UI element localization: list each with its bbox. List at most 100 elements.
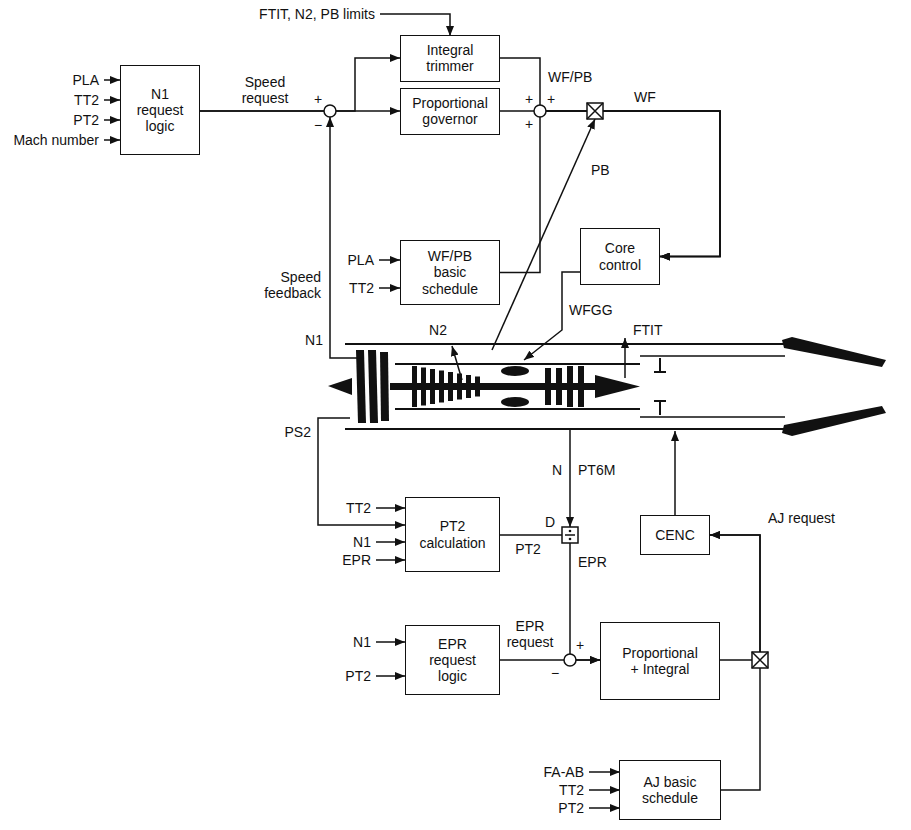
signal-label: − xyxy=(313,117,323,133)
input-wire xyxy=(376,641,405,643)
signal-label: FTIT xyxy=(632,322,664,338)
signal-label: TT2 xyxy=(558,782,585,798)
fan-blade xyxy=(368,350,378,423)
control-block: WF/PB basic schedule xyxy=(400,240,500,305)
limit-wire xyxy=(380,14,450,36)
signal-label: TT2 xyxy=(348,280,375,296)
signal-label: FA-AB xyxy=(543,764,585,780)
block-label: WF/PB basic schedule xyxy=(415,248,485,296)
signal-label: TT2 xyxy=(73,92,100,108)
nozzle-wire xyxy=(674,431,676,515)
signal-label: D xyxy=(544,514,556,530)
feedback-wire xyxy=(330,117,362,358)
block-label: Core control xyxy=(599,240,641,272)
turbine-stage xyxy=(556,368,562,405)
signal-label: PS2 xyxy=(284,424,312,440)
input-wire xyxy=(376,541,405,543)
nozzle-flap xyxy=(782,337,886,367)
signal-label: WF xyxy=(633,89,657,105)
control-block: Integral trimmer xyxy=(400,35,500,82)
control-block: AJ basic schedule xyxy=(619,760,721,820)
signal-label: WFGG xyxy=(568,302,614,318)
signal-label: N1 xyxy=(304,332,324,348)
block-label: Integral trimmer xyxy=(426,42,473,74)
signal-label: + xyxy=(575,637,585,653)
multiplier-symbol xyxy=(752,652,768,668)
input-wire xyxy=(376,507,405,509)
signal-label: + xyxy=(546,91,556,107)
summing-junction xyxy=(324,105,336,117)
signal-label: PT2 xyxy=(514,541,542,557)
signal-label: N2 xyxy=(428,322,448,338)
signal-label: N1 xyxy=(352,534,372,550)
pressure-wire xyxy=(318,418,405,525)
divider-dot xyxy=(569,538,572,541)
signal-label: PT6M xyxy=(577,462,616,478)
signal-label: N xyxy=(551,462,563,478)
signal-label: Mach number xyxy=(12,132,100,148)
signal-label: EPR xyxy=(577,554,608,570)
turbine-stage xyxy=(545,368,551,405)
block-label: N1 request logic xyxy=(137,86,184,134)
multiplier-symbol xyxy=(587,103,603,119)
input-wire xyxy=(379,259,400,261)
signal-label: PLA xyxy=(347,252,375,268)
signal-label: WF/PB xyxy=(547,69,593,85)
signal-label: + xyxy=(524,116,534,132)
flameholder xyxy=(654,358,666,415)
control-block: EPR request logic xyxy=(405,625,500,695)
control-block: Core control xyxy=(580,228,660,285)
signal-label: PT2 xyxy=(557,800,585,816)
input-wire xyxy=(376,675,405,677)
input-wire xyxy=(104,79,120,81)
block-label: Proportional governor xyxy=(412,95,488,127)
divider-bar xyxy=(565,534,575,536)
signal-label: PT2 xyxy=(344,668,372,684)
signal-label: FTIT, N2, PB limits xyxy=(258,6,376,22)
signal-label: AJ request xyxy=(767,510,836,526)
signal-label: TT2 xyxy=(345,500,372,516)
signal-connector xyxy=(500,659,600,661)
inlet-spike xyxy=(328,378,352,395)
signal-connector xyxy=(500,58,720,257)
input-wire xyxy=(589,771,620,773)
signal-connector xyxy=(500,111,720,273)
control-block: N1 request logic xyxy=(120,65,200,155)
turbine-stage xyxy=(567,366,573,407)
signal-label: + xyxy=(313,91,323,107)
block-label: CENC xyxy=(655,527,695,543)
combustor xyxy=(501,366,529,376)
signal-label: Speed feedback xyxy=(263,269,322,301)
augmentor-liner xyxy=(640,356,785,417)
signal-label: N1 xyxy=(352,634,372,650)
input-wire xyxy=(104,139,120,141)
block-label: Proportional + Integral xyxy=(622,645,698,677)
control-block: Proportional + Integral xyxy=(600,622,720,700)
signal-label: − xyxy=(550,665,560,681)
fan-blade xyxy=(356,350,366,423)
tail-cone xyxy=(595,375,640,398)
combustor xyxy=(501,397,529,407)
block-label: EPR request logic xyxy=(429,636,476,684)
control-block: PT2 calculation xyxy=(405,497,500,572)
signal-connector xyxy=(200,58,400,111)
summing-junction xyxy=(564,654,576,666)
pressure-wire xyxy=(569,430,571,527)
engine-shaft xyxy=(390,383,610,390)
signal-label: PB xyxy=(590,162,611,178)
input-wire xyxy=(379,287,400,289)
block-label: AJ basic schedule xyxy=(628,774,712,806)
input-wire xyxy=(376,559,405,561)
divider-symbol xyxy=(562,527,578,543)
fan-blade xyxy=(380,352,389,421)
nacelle-line xyxy=(345,343,785,345)
block-label: PT2 calculation xyxy=(419,518,485,550)
signal-label: PT2 xyxy=(72,112,100,128)
signal-label: + xyxy=(524,91,534,107)
summing-junction xyxy=(534,105,546,117)
control-block: Proportional governor xyxy=(400,88,500,135)
input-wire xyxy=(104,119,120,121)
signal-label: EPR request xyxy=(506,618,555,650)
signal-label: Speed request xyxy=(241,74,290,106)
